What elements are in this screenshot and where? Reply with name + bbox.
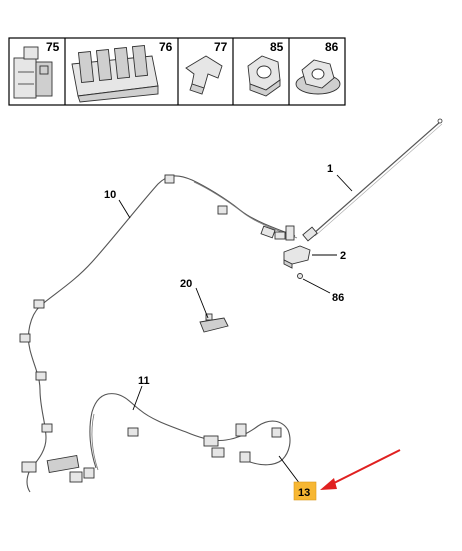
sensor-20 [199,313,229,333]
antenna-base [283,245,311,269]
callout-10: 10 [104,189,116,201]
flange-nut-icon [295,59,341,95]
harness-10 [19,174,298,493]
relay-box-icon [13,46,53,99]
clip-icon [185,55,223,95]
legend-number-86: 86 [325,40,339,54]
callout-13: 13 [298,487,310,499]
legend-number-85: 85 [270,40,284,54]
legend-number-75: 75 [46,40,60,54]
callout-13-badge[interactable]: 13 [293,481,317,501]
callout-20: 20 [180,278,192,290]
legend-number-77: 77 [214,40,228,54]
callout-2: 2 [340,250,346,262]
antenna-rod [302,118,443,242]
legend-number-76: 76 [159,40,173,54]
fuse-box-icon [71,44,159,103]
hex-nut-icon [247,55,281,97]
callout-86: 86 [332,292,344,304]
harness-11 [89,393,291,471]
red-arrow-icon [320,449,401,490]
callout-11: 11 [138,375,150,387]
callout-1: 1 [327,163,333,175]
small-nut [297,273,303,279]
legend-strip: 75 76 77 85 86 [8,37,346,106]
